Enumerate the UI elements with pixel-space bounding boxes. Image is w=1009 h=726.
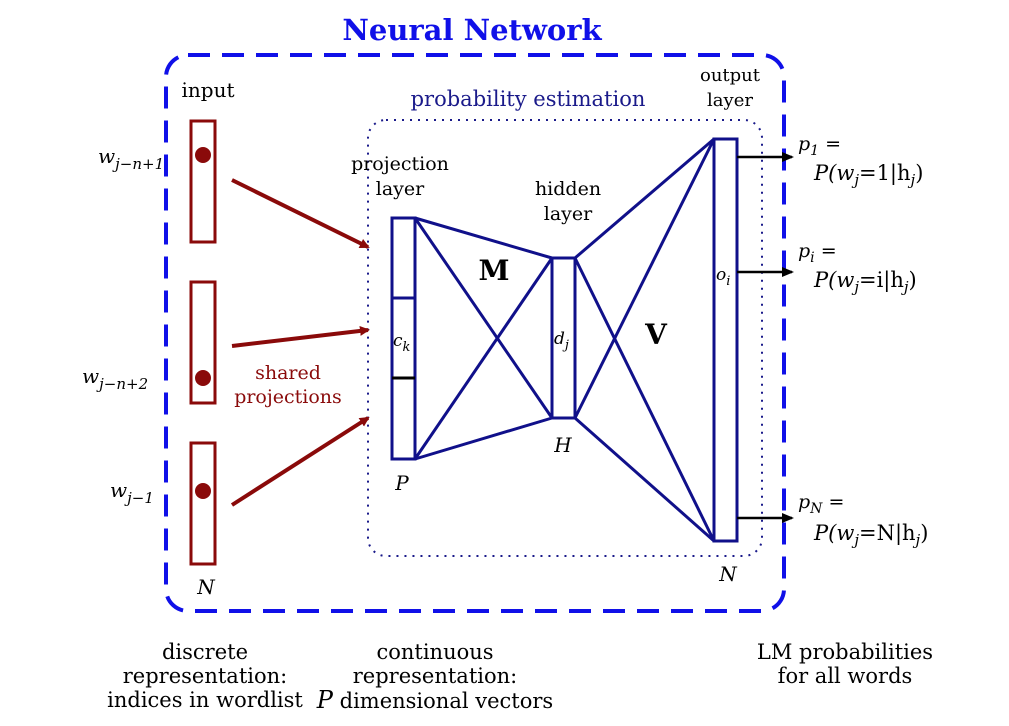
dim-H-label: H <box>553 433 572 457</box>
svg-text:P(wj=i|hj): P(wj=i|hj) <box>813 268 917 296</box>
output-layer-label-line2: layer <box>707 90 753 111</box>
caption-lm-line2: for all words <box>777 664 913 688</box>
output-unit-label: oi <box>716 265 730 289</box>
caption-continuous-line2: representation: <box>352 664 518 688</box>
dim-N-input-label: N <box>196 575 216 599</box>
input-vector-1 <box>189 119 217 244</box>
projection-layer-label-line2: layer <box>376 178 425 200</box>
hidden-layer-label-line2: layer <box>544 203 593 225</box>
output-prob-N: pN = P(wj=N|hj) <box>798 491 928 549</box>
probability-estimation-label: probability estimation <box>411 87 646 111</box>
svg-text:pi =: pi = <box>798 240 837 266</box>
projection-unit-label: ck <box>393 331 411 355</box>
caption-lm-line1: LM probabilities <box>756 640 934 664</box>
caption-lm-probabilities: LM probabilities for all words <box>740 640 950 688</box>
dim-N-output-label: N <box>718 562 738 586</box>
output-prob-i: pi = P(wj=i|hj) <box>798 240 917 296</box>
caption-continuous-var: P <box>316 686 333 714</box>
input-vector-3 <box>189 441 217 566</box>
caption-continuous-line3: P dimensional vectors <box>300 688 570 713</box>
svg-text:P(wj=N|hj): P(wj=N|hj) <box>813 521 928 549</box>
output-prob-1: p1 = P(wj=1|hj) <box>798 133 923 189</box>
input-word-2: wj−n+2 <box>82 364 148 393</box>
neural-network-border <box>164 53 786 613</box>
diagram-title: Neural Network <box>342 13 602 47</box>
connections-matrix-M <box>413 216 554 461</box>
connections-matrix-V <box>573 137 716 543</box>
output-layer-label-line1: output <box>700 65 761 86</box>
caption-discrete: discrete representation: indices in word… <box>100 640 310 712</box>
caption-continuous: continuous representation: P dimensional… <box>300 640 570 713</box>
caption-continuous-line1: continuous <box>376 640 494 664</box>
caption-discrete-line3: indices in wordlist <box>107 688 303 712</box>
projection-arrow-3 <box>230 416 370 507</box>
input-label: input <box>182 78 235 102</box>
input-word-1: wj−n+1 <box>98 144 164 173</box>
output-layer <box>712 137 739 543</box>
dim-P-label: P <box>394 471 409 495</box>
caption-continuous-rest: dimensional vectors <box>332 689 554 713</box>
projection-layer-label-line1: projection <box>351 153 449 175</box>
svg-text:p1 =: p1 = <box>798 133 841 159</box>
hidden-layer <box>550 256 577 420</box>
probability-estimation-border <box>367 119 763 557</box>
input-vector-2 <box>189 280 217 405</box>
matrix-V-label: V <box>644 318 668 351</box>
projection-arrow-1 <box>231 178 370 249</box>
svg-text:pN =: pN = <box>798 491 844 517</box>
shared-projections-label-line1: shared <box>255 362 321 384</box>
projection-layer <box>390 216 417 461</box>
projection-arrow-2 <box>231 325 370 348</box>
svg-text:P(wj=1|hj): P(wj=1|hj) <box>813 161 923 189</box>
matrix-M-label: M <box>479 254 510 287</box>
caption-discrete-line1: discrete <box>161 640 249 664</box>
shared-projections-label-line2: projections <box>234 386 342 408</box>
input-word-3: wj−1 <box>110 478 154 507</box>
hidden-layer-label-line1: hidden <box>535 178 601 200</box>
hidden-unit-label: dj <box>554 329 569 353</box>
caption-discrete-line2: representation: <box>122 664 288 688</box>
